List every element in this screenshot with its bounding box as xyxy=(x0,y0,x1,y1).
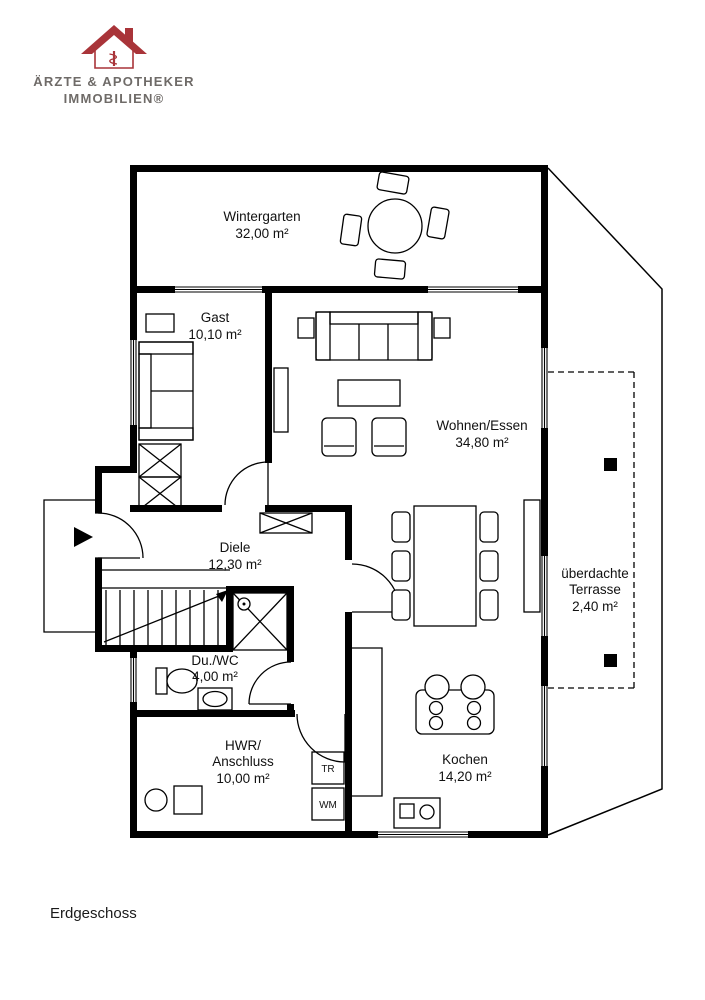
window xyxy=(541,556,548,636)
diele-area: 12,30 m² xyxy=(208,557,262,572)
tv-board xyxy=(273,367,289,433)
pot-icon xyxy=(460,674,486,700)
roof-outline xyxy=(547,167,663,836)
terrasse-name-line1: überdachte xyxy=(561,566,629,581)
entrance-porch xyxy=(43,499,98,633)
sideboard xyxy=(523,499,541,613)
hwr-name-line1: HWR/ xyxy=(225,738,261,753)
kochen-area: 14,20 m² xyxy=(438,769,492,784)
bathroom xyxy=(155,592,288,711)
entrance-arrow-icon xyxy=(74,527,93,547)
sofa-wohnen xyxy=(315,311,433,361)
company-logo: ÄRZTE & APOTHEKER IMMOBILIEN® xyxy=(24,18,204,108)
chair xyxy=(376,171,410,195)
stove xyxy=(415,674,495,735)
chair xyxy=(426,206,450,240)
window xyxy=(175,286,262,293)
chair xyxy=(479,511,499,543)
dryer-box xyxy=(311,751,345,785)
washer-box xyxy=(311,787,345,821)
utility-room: TR WM xyxy=(144,751,345,821)
toilet xyxy=(155,667,198,695)
chair xyxy=(391,511,411,543)
chair xyxy=(373,258,407,280)
sofa-gast xyxy=(138,341,194,441)
gast-furniture xyxy=(138,313,194,511)
window xyxy=(130,340,137,425)
dining-set xyxy=(391,505,499,627)
kochen-name: Kochen xyxy=(442,752,488,767)
wohnen-name: Wohnen/Essen xyxy=(436,418,527,433)
chair xyxy=(339,213,363,247)
entrance-door xyxy=(97,512,144,559)
floor-label: Erdgeschoss xyxy=(50,905,137,922)
kitchen xyxy=(352,647,495,829)
kitchen-counter xyxy=(352,647,383,797)
drain-circle xyxy=(144,788,168,812)
terrace-post xyxy=(604,458,617,471)
side-table xyxy=(145,313,175,333)
logo-text-line1: ÄRZTE & APOTHEKER xyxy=(33,74,195,89)
room-labels: Wintergarten 32,00 m² Gast 10,10 m² Wohn… xyxy=(188,209,628,786)
hwr-area: 10,00 m² xyxy=(216,771,270,786)
window xyxy=(541,686,548,766)
hwr-name-line2: Anschluss xyxy=(212,754,274,769)
staircase xyxy=(102,569,231,645)
utility-box xyxy=(173,785,203,815)
duwc-name: Du./WC xyxy=(191,653,239,668)
hwr-door xyxy=(296,713,346,763)
wintergarten-area: 32,00 m² xyxy=(235,226,289,241)
wash-basin xyxy=(197,687,233,711)
chair xyxy=(391,550,411,582)
covered-terrace xyxy=(548,371,635,689)
washer-label: WM xyxy=(319,800,337,811)
side-table xyxy=(297,317,315,339)
sliding-door xyxy=(259,512,313,534)
wohnen-area: 34,80 m² xyxy=(455,435,509,450)
window xyxy=(541,348,548,428)
gast-name: Gast xyxy=(201,310,230,325)
pot-icon xyxy=(424,674,450,700)
side-table xyxy=(433,317,451,339)
dining-table xyxy=(413,505,477,627)
diele-name: Diele xyxy=(220,540,251,555)
gast-area: 10,10 m² xyxy=(188,327,242,342)
chair xyxy=(479,550,499,582)
gast-door xyxy=(224,461,269,506)
duwc-area: 4,00 m² xyxy=(192,669,238,684)
chair xyxy=(479,589,499,621)
terrasse-area: 2,40 m² xyxy=(572,599,618,614)
coffee-table xyxy=(337,379,401,407)
terrace-post xyxy=(604,654,617,667)
round-table-set xyxy=(339,171,450,280)
dryer-label: TR xyxy=(321,764,334,775)
round-table xyxy=(367,198,423,254)
window xyxy=(130,658,137,702)
chair xyxy=(391,589,411,621)
stair-direction-arrow xyxy=(216,590,228,602)
terrasse-name-line2: Terrasse xyxy=(569,582,621,597)
shower xyxy=(232,592,288,651)
exterior-walls xyxy=(95,165,548,838)
logo-house-icon xyxy=(81,25,147,69)
logo-text-line2: IMMOBILIEN® xyxy=(63,90,165,106)
wintergarten-name: Wintergarten xyxy=(223,209,300,224)
duwc-door xyxy=(248,661,292,705)
kitchen-sink xyxy=(393,797,441,829)
wardrobe xyxy=(138,443,182,511)
window xyxy=(378,831,468,838)
window xyxy=(428,286,518,293)
windows xyxy=(130,286,548,838)
wohnen-furniture xyxy=(273,311,541,627)
armchairs xyxy=(321,417,407,457)
